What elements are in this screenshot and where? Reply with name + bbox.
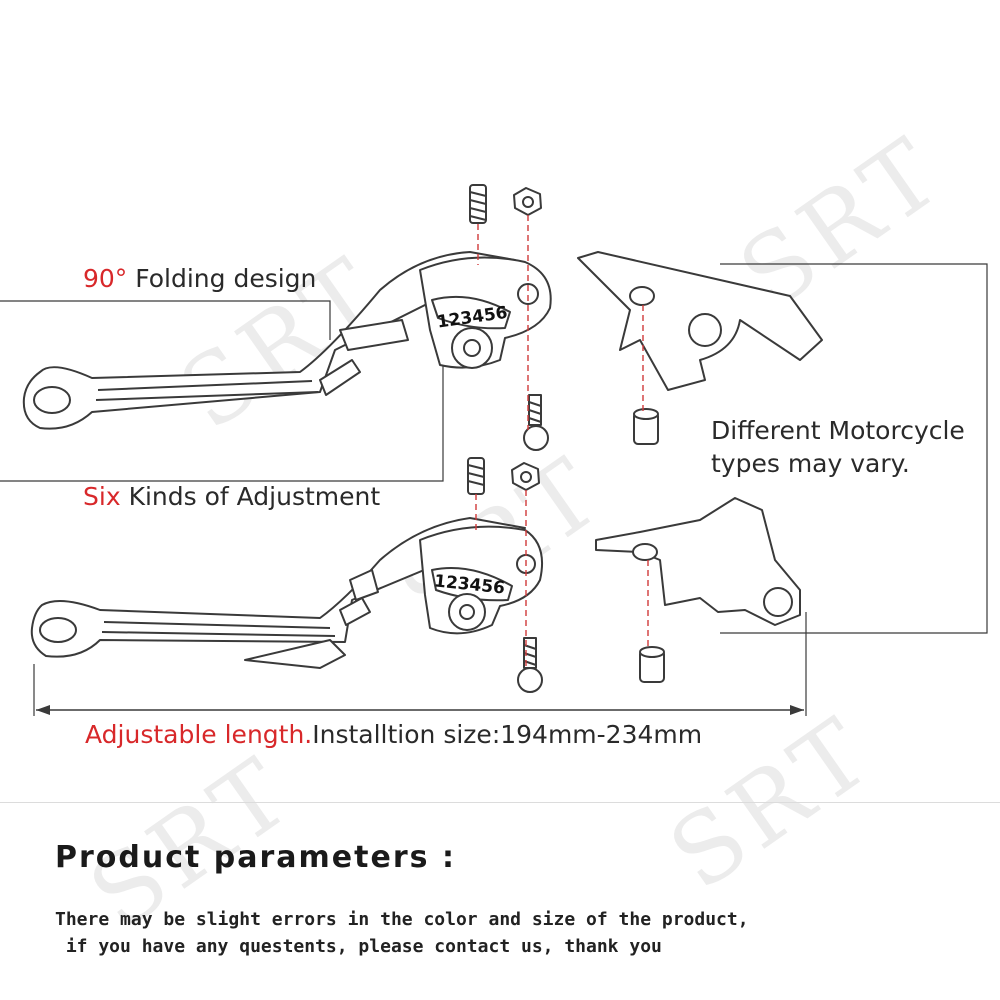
lower-screw	[517, 637, 543, 693]
length-highlight: Adjustable length.	[85, 720, 313, 749]
adjustment-highlight: Six	[83, 482, 121, 511]
dimension-arrow	[36, 705, 804, 715]
vary-note: Different Motorcycle types may vary.	[711, 414, 965, 480]
leader-lines	[0, 263, 988, 716]
adjustment-text: Kinds of Adjustment	[120, 482, 381, 511]
vary-line-2: types may vary.	[711, 449, 910, 478]
lower-lever	[30, 517, 544, 669]
adjustment-label: Six Kinds of Adjustment	[83, 482, 380, 511]
length-label: Adjustable length.Installtion size:194mm…	[85, 720, 702, 749]
upper-spring	[469, 184, 487, 224]
folding-highlight: 90°	[83, 264, 128, 293]
vary-line-1: Different Motorcycle	[711, 416, 965, 445]
upper-lever	[22, 251, 552, 430]
disclaimer-line-2: if you have any questents, please contac…	[55, 936, 662, 957]
upper-bushing	[633, 408, 659, 445]
lower-spring	[467, 457, 485, 495]
folding-text: Folding design	[127, 264, 317, 293]
length-text: Installtion size:194mm-234mm	[312, 720, 703, 749]
lower-bracket	[595, 497, 801, 626]
disclaimer-line-1: There may be slight errors in the color …	[55, 909, 749, 930]
params-disclaimer: There may be slight errors in the color …	[55, 906, 749, 960]
section-divider	[0, 802, 1000, 803]
lower-nut	[511, 462, 540, 491]
upper-screw	[523, 394, 549, 451]
upper-bracket	[577, 251, 823, 391]
upper-nut	[513, 187, 542, 216]
assembly-guides	[475, 215, 649, 670]
folding-label: 90° Folding design	[83, 264, 316, 293]
lower-bushing	[639, 646, 665, 683]
params-heading: Product parameters :	[55, 840, 456, 875]
